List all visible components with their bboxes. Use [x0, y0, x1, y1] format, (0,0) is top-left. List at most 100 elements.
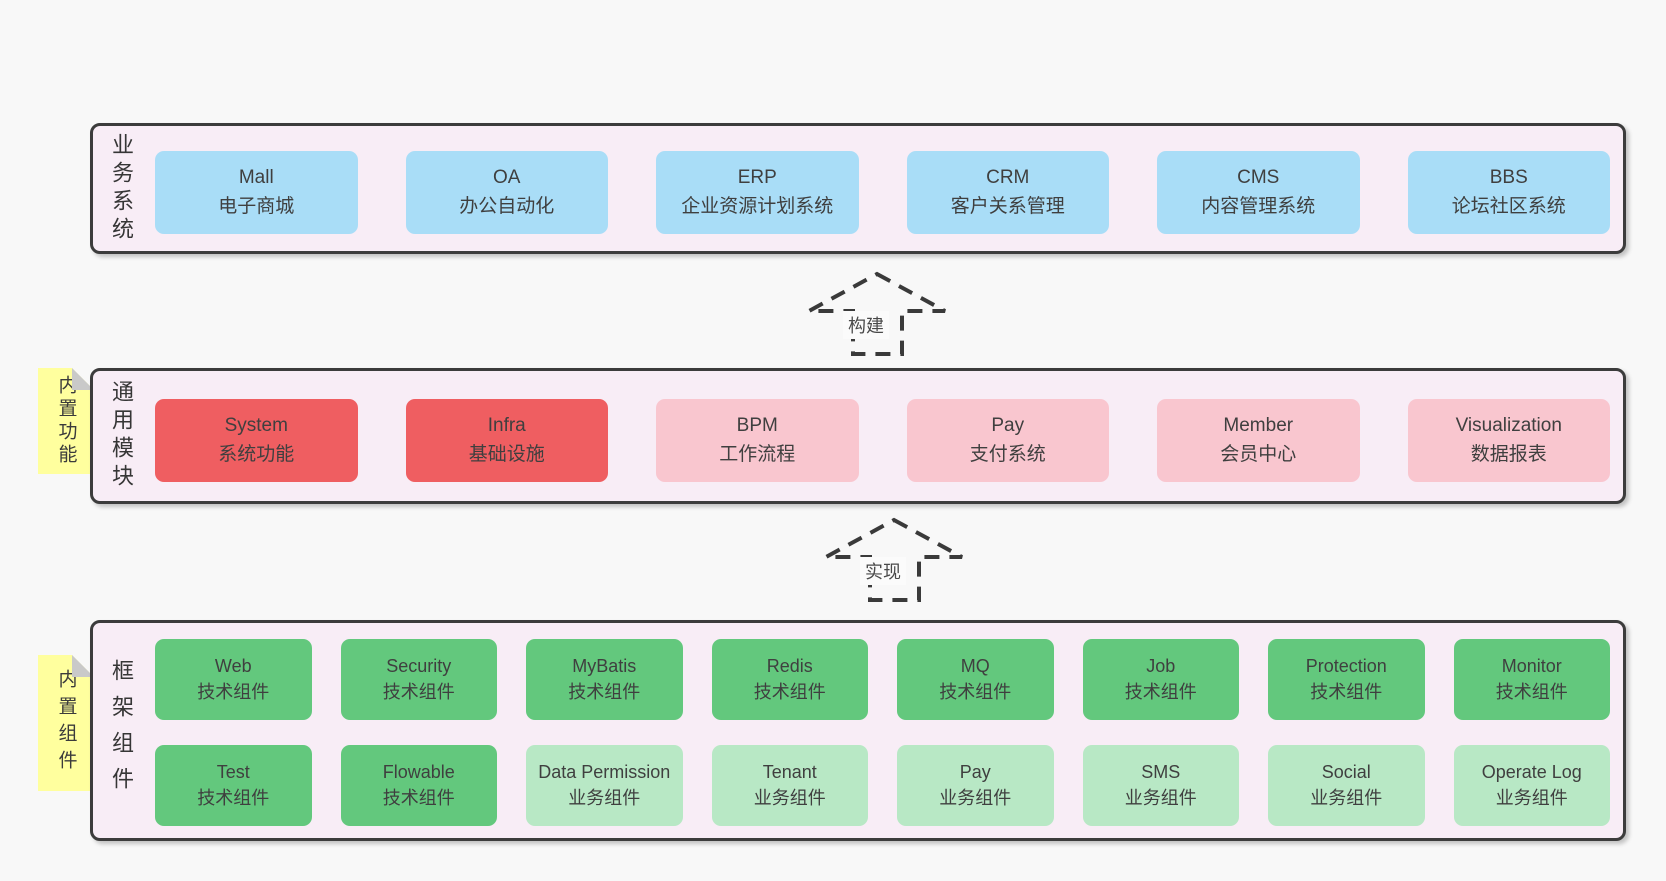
sticky-note-text: 内置组件	[55, 669, 77, 777]
box-redis: Redis 技术组件	[711, 639, 868, 720]
box-desc: 基础设施	[468, 443, 545, 465]
box-name: System	[224, 415, 288, 436]
box-desc: 会员中心	[1220, 443, 1297, 465]
box-desc: 技术组件	[753, 681, 826, 702]
box-job: Job 技术组件	[1082, 639, 1239, 720]
box-name: MyBatis	[572, 655, 637, 676]
box-name: Redis	[766, 655, 813, 676]
box-bpm: BPM 工作流程	[656, 399, 859, 482]
box-mq: MQ 技术组件	[897, 639, 1054, 720]
box-desc: 业务组件	[753, 787, 826, 808]
box-name: Operate Log	[1481, 761, 1582, 782]
box-desc: 技术组件	[382, 681, 455, 702]
box-cms: CMS 内容管理系统	[1157, 151, 1360, 234]
box-name: SMS	[1141, 761, 1181, 782]
box-name: Protection	[1305, 655, 1387, 676]
box-row: Mall 电子商城 OA 办公自动化 ERP 企业资源计划系统 CRM 客户关系管理 CMS 内容…	[155, 151, 1610, 234]
implement-arrow-label: 实现	[860, 557, 906, 585]
box-mall: Mall 电子商城	[155, 151, 358, 234]
box-desc: 技术组件	[382, 787, 455, 808]
box-visualization: Visualization 数据报表	[1407, 399, 1610, 482]
box-protection: Protection 技术组件	[1268, 639, 1425, 720]
box-desc: 客户关系管理	[950, 195, 1065, 217]
box-name: Data Permission	[538, 761, 671, 782]
box-name: BPM	[736, 415, 778, 436]
box-name: Security	[386, 655, 452, 676]
build-arrow-label: 构建	[843, 311, 889, 339]
sticky-note-builtin-features: 内置功能	[38, 368, 94, 474]
box-name: ERP	[737, 167, 777, 188]
box-desc: 办公自动化	[459, 195, 555, 217]
box-web: Web 技术组件	[155, 639, 312, 720]
box-name: Test	[216, 761, 250, 782]
box-name: OA	[493, 167, 521, 188]
box-name: Pay	[959, 761, 991, 782]
box-security: Security 技术组件	[340, 639, 497, 720]
box-desc: 业务组件	[1495, 787, 1568, 808]
box-oa: OA 办公自动化	[405, 151, 608, 234]
box-name: Infra	[487, 415, 526, 436]
layer-boxes-area: Mall 电子商城 OA 办公自动化 ERP 企业资源计划系统 CRM 客户关系管理 CMS 内容…	[155, 151, 1610, 259]
box-desc: 工作流程	[719, 443, 796, 465]
box-name: MQ	[960, 655, 990, 676]
layer-business-systems: 业务系统 Mall 电子商城 OA 办公自动化 ERP 企业资源计划系统 CRM 客户关系管理…	[90, 123, 1626, 254]
box-desc: 技术组件	[1495, 681, 1568, 702]
box-name: Visualization	[1455, 415, 1562, 436]
box-name: Job	[1146, 655, 1176, 676]
box-desc: 电子商城	[218, 195, 295, 217]
box-name: Monitor	[1501, 655, 1562, 676]
box-desc: 业务组件	[939, 787, 1012, 808]
box-name: Flowable	[382, 761, 455, 782]
box-desc: 数据报表	[1470, 443, 1547, 465]
box-desc: 业务组件	[1124, 787, 1197, 808]
box-erp: ERP 企业资源计划系统	[656, 151, 859, 234]
box-data-permission: Data Permission 业务组件	[526, 745, 683, 826]
box-desc: 技术组件	[1310, 681, 1383, 702]
box-pay: Pay 支付系统	[906, 399, 1109, 482]
sticky-note-text: 内置功能	[55, 375, 77, 467]
box-name: Mall	[238, 167, 274, 188]
dashed-up-arrow-icon	[808, 271, 946, 356]
box-desc: 业务组件	[1310, 787, 1383, 808]
box-name: CMS	[1237, 167, 1280, 188]
box-desc: 支付系统	[969, 443, 1046, 465]
box-member: Member 会员中心	[1157, 399, 1360, 482]
box-infra: Infra 基础设施	[405, 399, 608, 482]
box-name: BBS	[1489, 167, 1528, 188]
layer-label-business-systems: 业务系统	[109, 132, 134, 245]
box-desc: 技术组件	[1124, 681, 1197, 702]
box-flowable: Flowable 技术组件	[340, 745, 497, 826]
layer-label-framework-components: 框架组件	[109, 658, 134, 803]
box-desc: 论坛社区系统	[1451, 195, 1566, 217]
box-pay: Pay 业务组件	[897, 745, 1054, 826]
box-name: Member	[1223, 415, 1294, 436]
box-desc: 技术组件	[197, 681, 270, 702]
box-desc: 业务组件	[568, 787, 641, 808]
box-desc: 技术组件	[568, 681, 641, 702]
box-name: Social	[1321, 761, 1371, 782]
box-name: CRM	[986, 167, 1030, 188]
box-operate-log: Operate Log 业务组件	[1453, 745, 1610, 826]
box-crm: CRM 客户关系管理	[906, 151, 1109, 234]
box-social: Social 业务组件	[1268, 745, 1425, 826]
box-name: Pay	[991, 415, 1025, 436]
box-desc: 内容管理系统	[1201, 195, 1316, 217]
box-mybatis: MyBatis 技术组件	[526, 639, 683, 720]
box-name: Web	[214, 655, 252, 676]
sticky-note-builtin-components: 内置组件	[38, 655, 94, 791]
box-desc: 技术组件	[939, 681, 1012, 702]
box-desc: 企业资源计划系统	[681, 195, 834, 217]
box-monitor: Monitor 技术组件	[1453, 639, 1610, 720]
implement-arrow: 实现	[823, 517, 965, 603]
layer-label-common-modules: 通用模块	[109, 380, 134, 492]
